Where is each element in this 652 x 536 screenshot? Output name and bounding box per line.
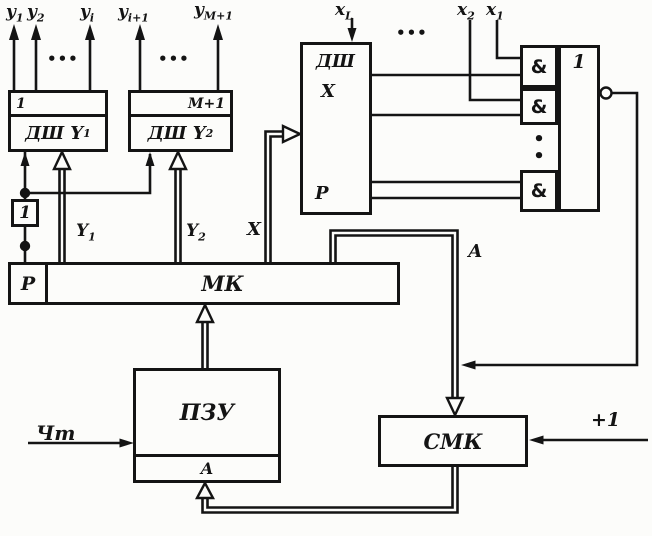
rom-address-cell: А bbox=[136, 454, 278, 480]
output-label-yi: yi bbox=[80, 2, 95, 25]
and-gate-2: & bbox=[520, 88, 558, 125]
gate-ellipsis-dots: • • bbox=[533, 129, 545, 167]
decoder-x-register-label: Р bbox=[315, 183, 329, 204]
mk-register-prefix: Р bbox=[11, 265, 48, 302]
and-gate-3: & bbox=[520, 170, 558, 212]
mk-register-label: МК bbox=[201, 271, 244, 296]
bus-label-y2: Y2 bbox=[186, 221, 206, 244]
and-gate-1: & bbox=[520, 45, 558, 88]
or-gate-block: 1 bbox=[558, 45, 600, 212]
bus-label-x: X bbox=[247, 219, 261, 240]
junction-dot bbox=[19, 240, 31, 252]
junction-dot bbox=[19, 187, 31, 199]
inverter-bubble-icon bbox=[599, 86, 613, 100]
output-label-yi1: yi+1 bbox=[118, 2, 149, 25]
input-label-x2: x2 bbox=[457, 0, 475, 23]
ellipsis-dots: ••• bbox=[47, 50, 79, 68]
solid-arrowheads bbox=[9, 24, 544, 448]
bus-arrowheads bbox=[19, 86, 613, 500]
counter-block: СМК bbox=[378, 415, 528, 467]
output-label-ym1: yM+1 bbox=[194, 0, 233, 23]
bus-label-a: А bbox=[468, 241, 483, 262]
bus-label-y1: Y1 bbox=[76, 221, 96, 244]
rom-block: ПЗУ А bbox=[133, 368, 281, 483]
ellipsis-dots: ••• bbox=[396, 24, 428, 42]
decoder-x-field-label: X bbox=[321, 81, 335, 102]
decoder-x-block: ДШ X Р bbox=[300, 42, 372, 215]
output-label-y1: y1 bbox=[6, 2, 24, 25]
read-signal-label: Чт bbox=[36, 421, 76, 445]
pulse-element-block: 1 bbox=[11, 199, 39, 227]
output-label-y2: y2 bbox=[27, 2, 45, 25]
input-label-x1: x1 bbox=[486, 0, 504, 23]
rom-label: ПЗУ bbox=[179, 399, 235, 426]
wires bbox=[12, 18, 648, 514]
increment-label: +1 bbox=[591, 409, 621, 431]
decoder-y2-range: М+1 bbox=[131, 93, 230, 117]
ellipsis-dots: ••• bbox=[158, 50, 190, 68]
input-label-xl: xL bbox=[335, 0, 353, 23]
decoder-y1-range: 1 bbox=[11, 93, 105, 117]
mk-register-block: Р МК bbox=[8, 262, 400, 305]
decoder-x-label: ДШ bbox=[316, 51, 355, 72]
